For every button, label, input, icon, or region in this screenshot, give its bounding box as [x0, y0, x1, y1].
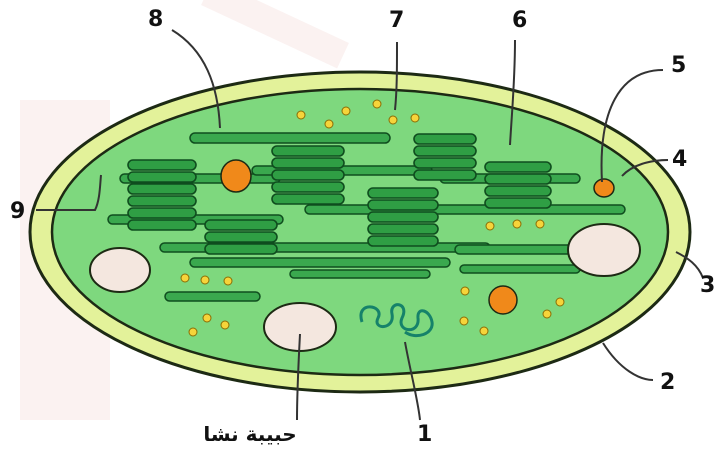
label-3: 3 [700, 273, 715, 298]
starch-grain [568, 224, 640, 276]
label-8: 8 [148, 7, 163, 32]
label-4: 4 [672, 147, 687, 172]
label-7: 7 [389, 8, 404, 33]
granum [272, 146, 344, 204]
label-5: 5 [671, 53, 686, 78]
label-1: 1 [417, 422, 432, 447]
stroma [52, 89, 668, 375]
label-2: 2 [660, 370, 675, 395]
lipid-droplet [221, 160, 251, 192]
lipid-droplet [594, 179, 614, 197]
label-6: 6 [512, 8, 527, 33]
label-9: 9 [10, 199, 25, 224]
label-starch-grain: حبيبة نشا [203, 422, 296, 446]
lipid-droplet [489, 286, 517, 314]
starch-grain [90, 248, 150, 292]
granum [368, 188, 438, 246]
granum [205, 220, 277, 254]
